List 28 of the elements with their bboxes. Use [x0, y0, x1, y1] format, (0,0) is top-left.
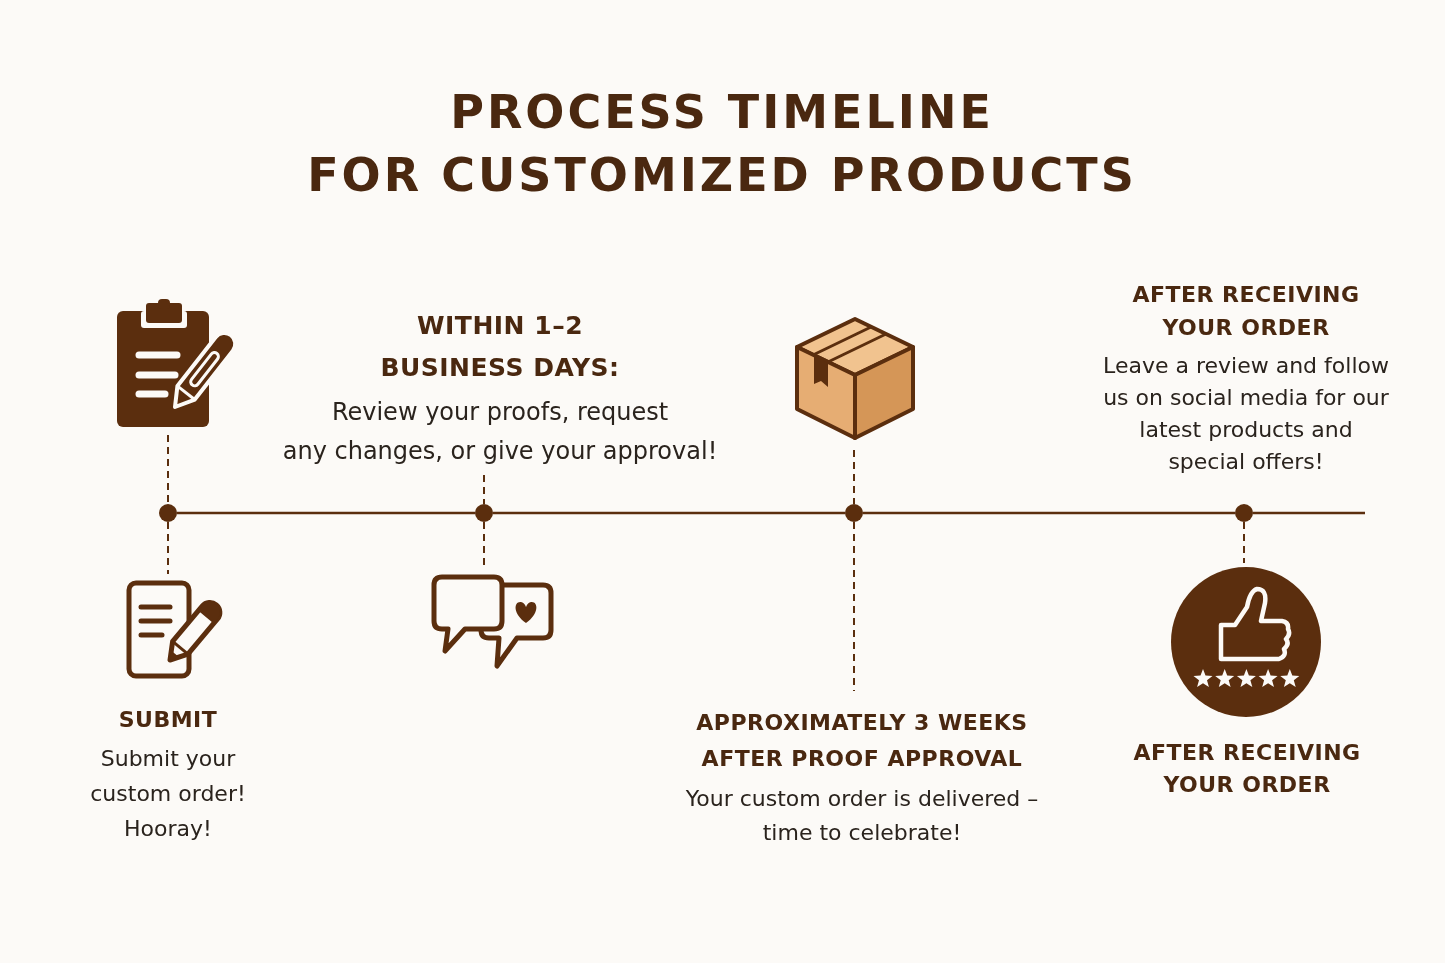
dashed-connector [167, 434, 169, 505]
step-heading: APPROXIMATELY 3 WEEKS AFTER PROOF APPROVAL [696, 709, 1028, 773]
step-description: Review your proofs, request any changes, or give your approval! [282, 397, 718, 467]
timeline-dot [1235, 504, 1253, 522]
step-description: Leave a review and follow us on social media for our latest products and special offers! [1103, 352, 1389, 476]
dashed-connector [1243, 521, 1245, 564]
dashed-connector [853, 521, 855, 692]
step-heading: AFTER RECEIVING YOUR ORDER [1132, 281, 1360, 342]
document-pencil-icon [126, 580, 224, 680]
step-description: Your custom order is delivered – time to celebrate! [685, 785, 1039, 847]
timeline-line [1253, 511, 1365, 515]
dashed-connector [483, 474, 485, 505]
step-heading: AFTER RECEIVING YOUR ORDER [1133, 739, 1361, 799]
dashed-connector [853, 449, 855, 505]
diagram-title: PROCESS TIMELINE FOR CUSTOMIZED PRODUCTS [307, 84, 1137, 204]
timeline-dot [845, 504, 863, 522]
step-heading: SUBMIT [118, 706, 218, 734]
timeline-dot [159, 504, 177, 522]
dashed-connector [167, 521, 169, 575]
step-description: Submit your custom order! Hooray! [90, 745, 246, 843]
timeline-line [177, 511, 475, 515]
thumbs-up-stars-icon [1171, 567, 1321, 717]
step-heading: WITHIN 1–2 BUSINESS DAYS: [380, 310, 620, 384]
timeline-dot [475, 504, 493, 522]
timeline-line [493, 511, 845, 515]
cardboard-box-icon [793, 316, 917, 442]
timeline-line [863, 511, 1235, 515]
speech-bubbles-heart-icon [431, 574, 555, 672]
